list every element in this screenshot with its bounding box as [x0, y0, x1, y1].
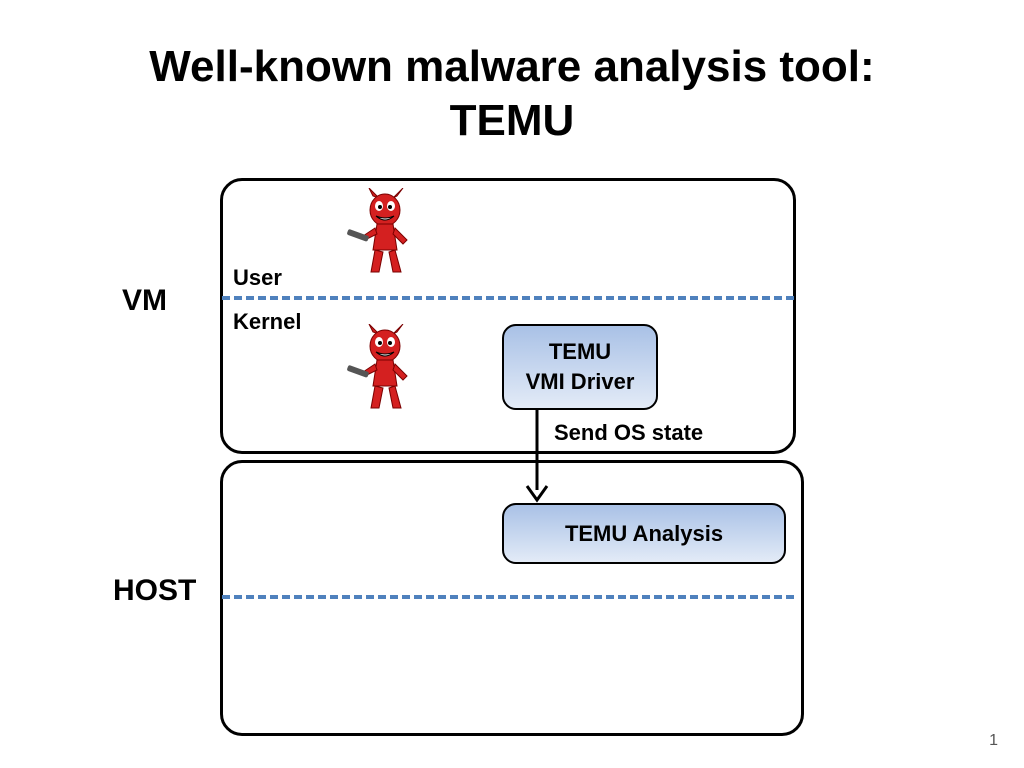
send-os-state-label: Send OS state [554, 420, 704, 445]
host-divider [222, 595, 794, 599]
vmi-driver-box: TEMU VMI Driver [502, 324, 658, 410]
title-line-1: Well-known malware analysis tool: [149, 42, 875, 91]
devil-icon [345, 187, 415, 278]
kernel-label: Kernel [233, 309, 302, 334]
vmi-driver-line-1: TEMU [548, 339, 612, 364]
host-label: HOST [113, 574, 197, 607]
temu-analysis-label: TEMU Analysis [564, 520, 724, 546]
user-kernel-divider [222, 296, 794, 300]
title-line-2: TEMU [449, 96, 575, 145]
devil-icon [345, 323, 415, 414]
vm-label: VM [122, 284, 167, 317]
temu-analysis-box: TEMU Analysis [502, 503, 786, 564]
slide-title: Well-known malware analysis tool: TEMU [0, 40, 1024, 148]
user-label: User [233, 265, 282, 290]
vmi-driver-line-2: VMI Driver [525, 369, 635, 394]
page-number: 1 [989, 732, 998, 749]
